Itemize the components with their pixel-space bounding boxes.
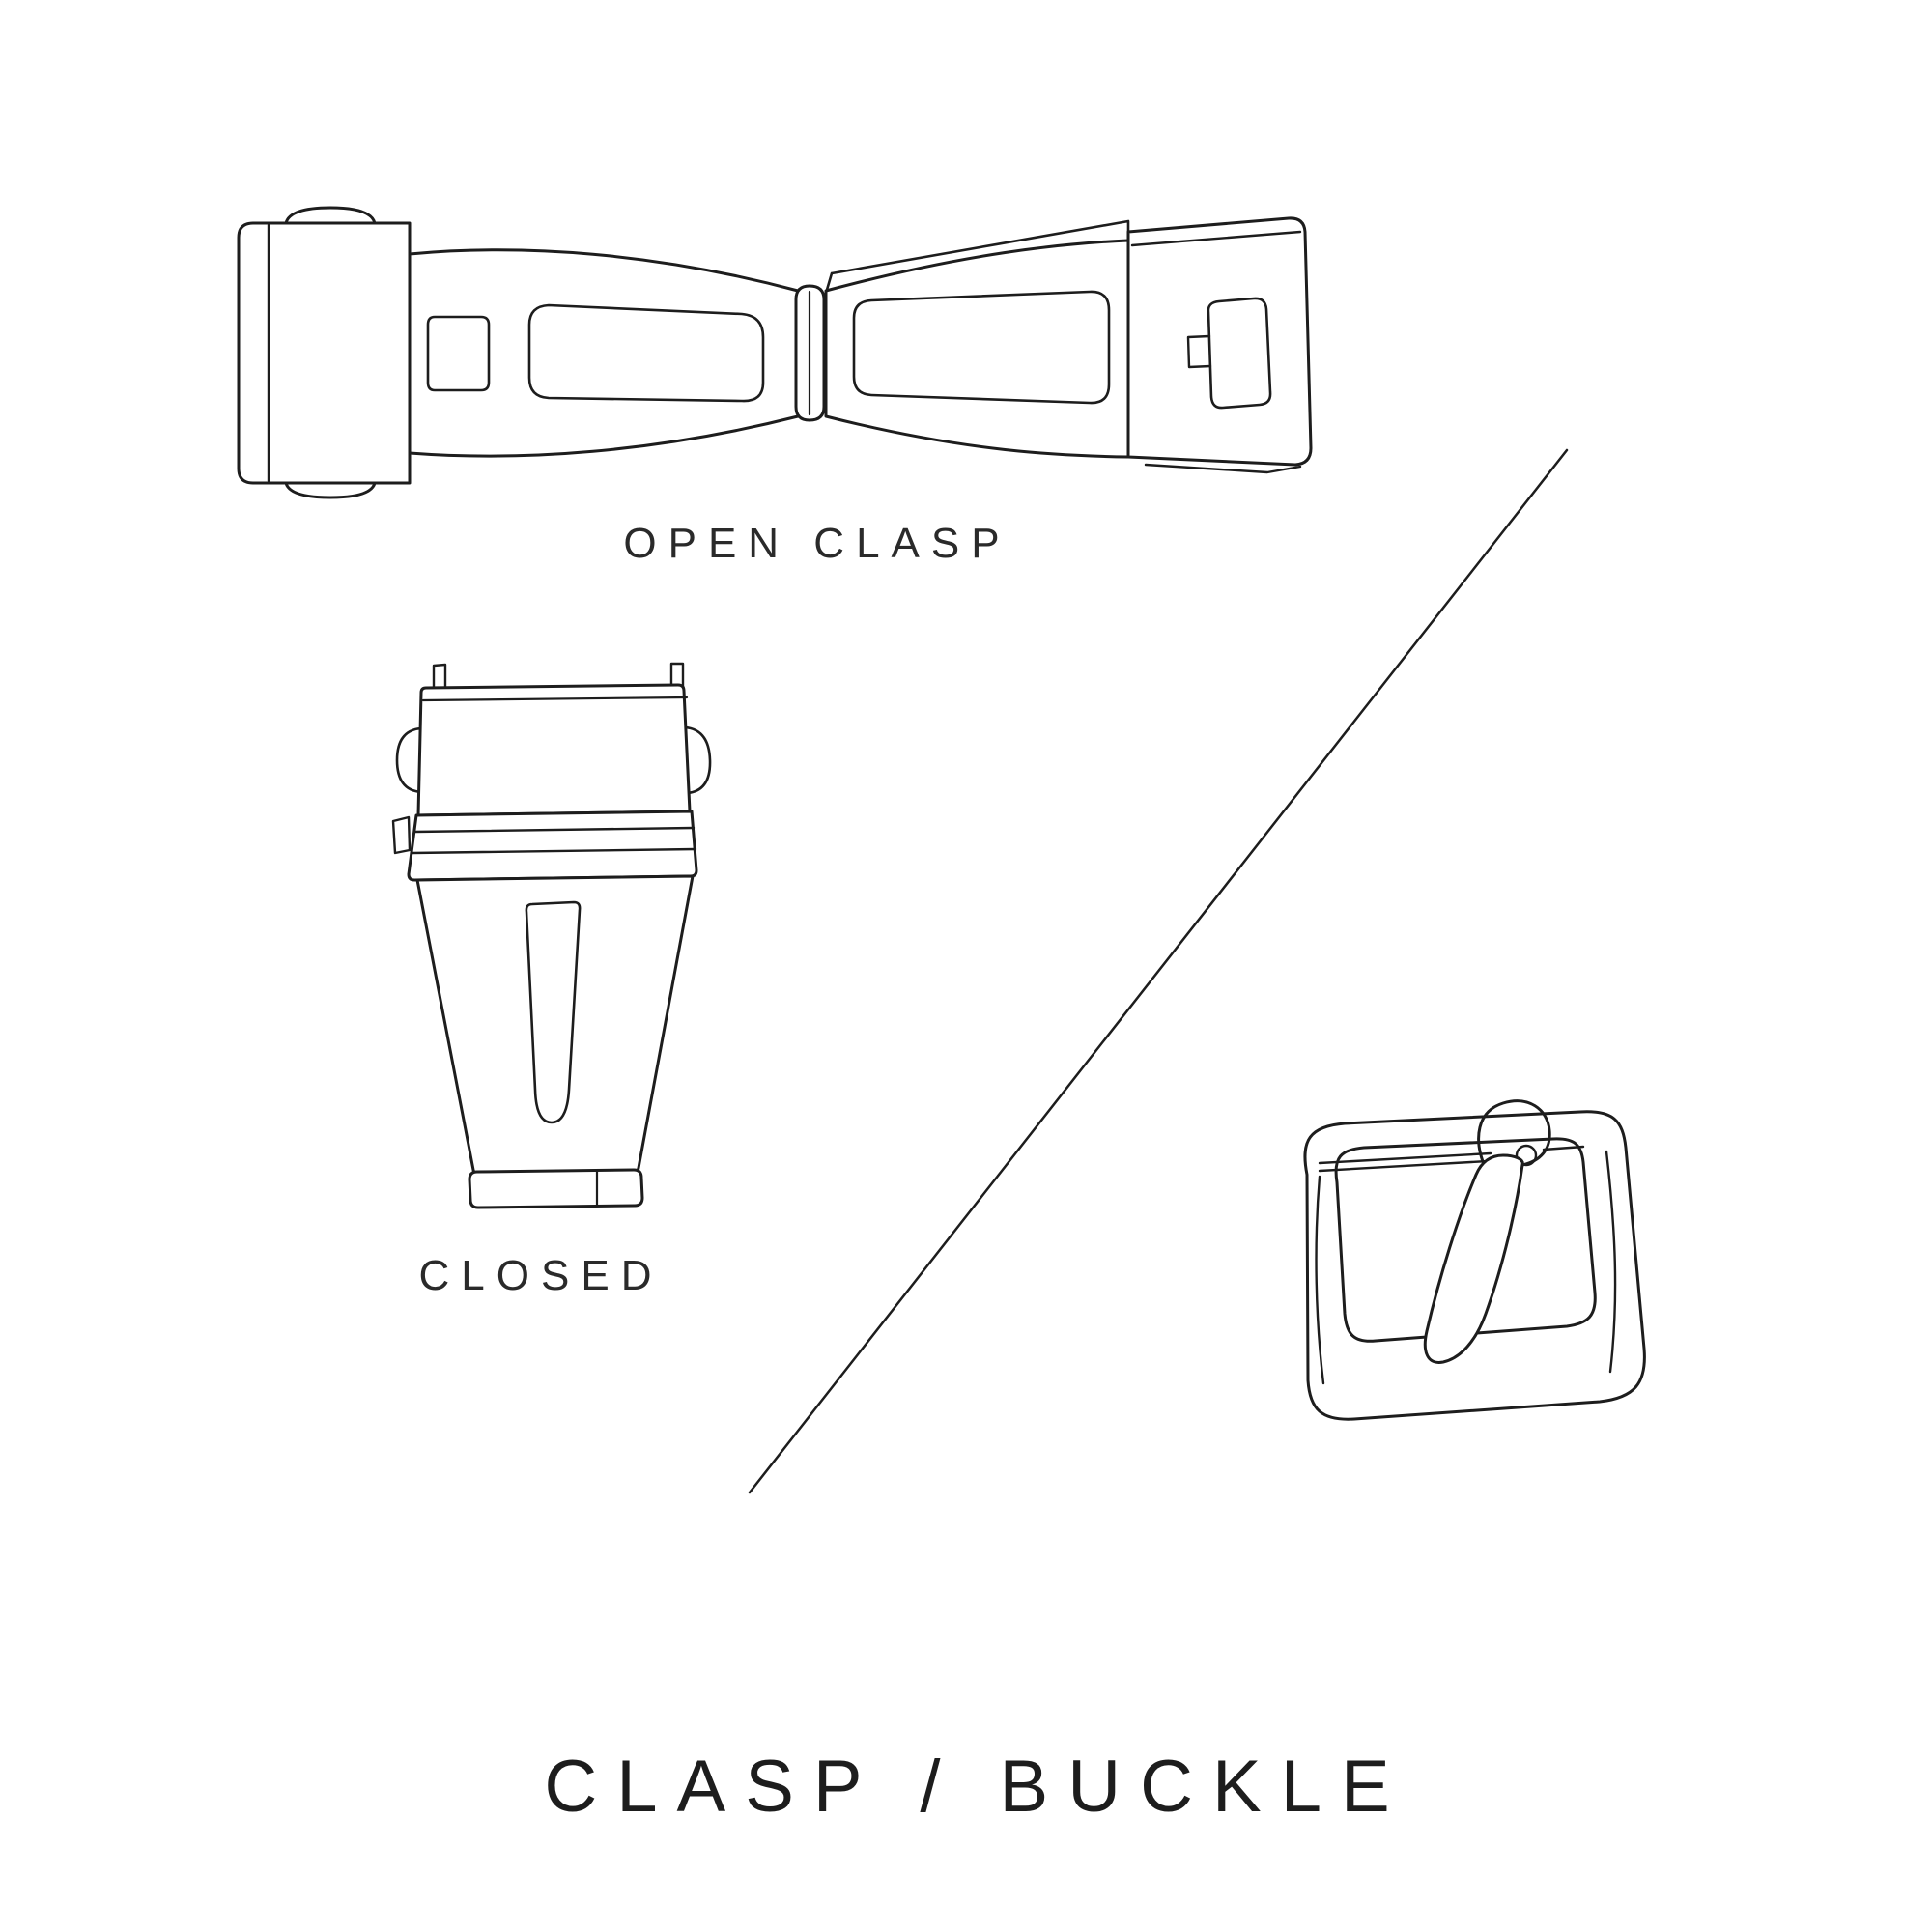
- closed-clasp-label: CLOSED: [418, 1252, 664, 1299]
- divider-line: [748, 448, 1569, 1494]
- open-clasp-icon: [237, 206, 1313, 499]
- closed-clasp-icon: [391, 662, 712, 1209]
- buckle-icon: [1303, 1099, 1646, 1421]
- open-clasp-label: OPEN CLASP: [623, 520, 1011, 567]
- page-title: CLASP / BUCKLE: [544, 1746, 1409, 1828]
